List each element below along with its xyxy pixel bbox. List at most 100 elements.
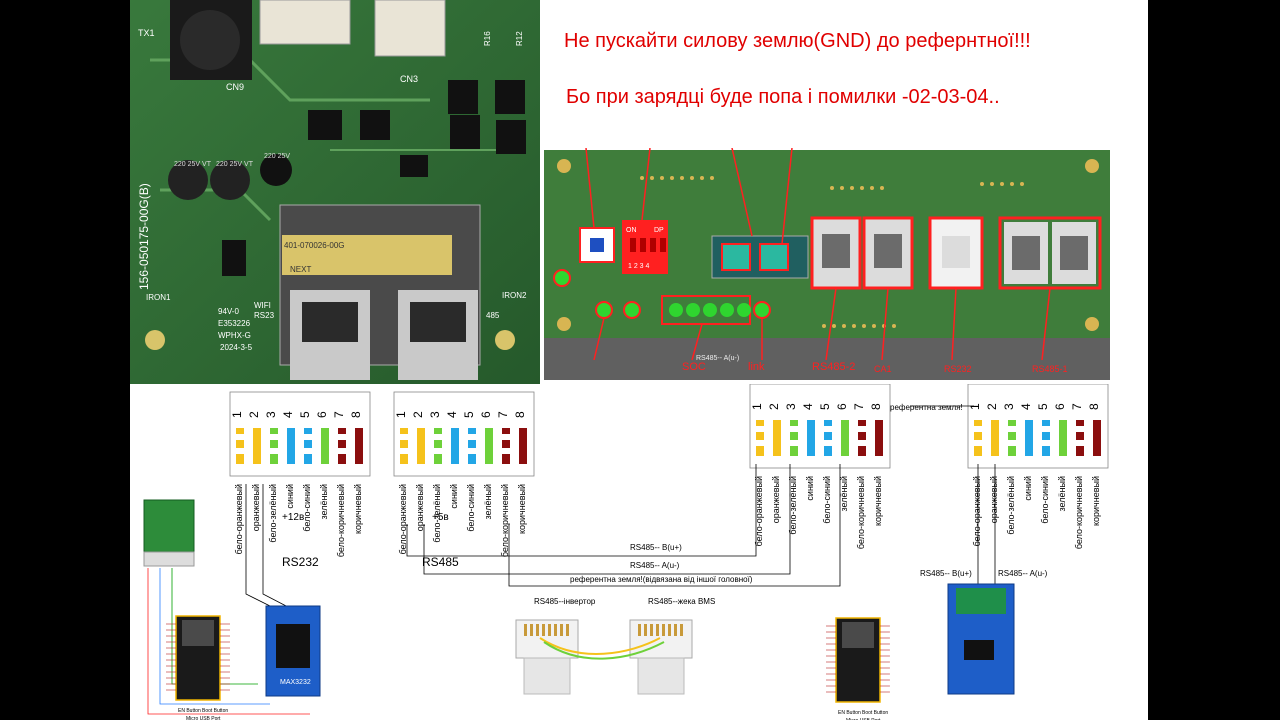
label-rs485-1: RS485-1 xyxy=(1032,364,1068,374)
esp32-module-left xyxy=(182,620,214,646)
wire-label-c-6: зелёный xyxy=(839,476,849,511)
label-12v: +12в xyxy=(282,512,304,523)
warning-line-2: Бо при зарядці буде попа і помилки -02-0… xyxy=(566,86,1000,108)
label-rs485-b: RS485-- B(u+) xyxy=(630,543,682,552)
wire-label-c-2: оранжевый xyxy=(771,476,781,523)
dip-dp-label: DP xyxy=(654,227,664,234)
silk-next: NEXT xyxy=(290,265,311,274)
pin-number-a-7: 7 xyxy=(332,411,346,418)
label-rs232: RS232 xyxy=(944,364,972,374)
wire-label-d-7: бело-коричневый xyxy=(1074,476,1084,549)
silk-board-id: 156-050175-00G(B) xyxy=(137,183,151,290)
wire-stripe-a-c-3 xyxy=(790,426,798,432)
pin-number-a-3: 3 xyxy=(264,411,278,418)
line-left-red xyxy=(147,568,310,715)
wire-b-6 xyxy=(485,428,493,464)
cap-label-2: 220 25V VT xyxy=(216,161,254,168)
wire-d-3 xyxy=(1008,420,1016,456)
rj45-contact-inverter-7 xyxy=(566,624,569,636)
wire-label-a-8: коричневый xyxy=(353,484,363,534)
pin-number-b-4: 4 xyxy=(445,411,459,418)
wire-label-b-3: бело-зелёный xyxy=(432,484,442,543)
wire-b-4 xyxy=(451,428,459,464)
silk-e353: E353226 xyxy=(218,319,251,328)
wire-label-b-6: зелёный xyxy=(483,484,493,519)
label-5v: +5в xyxy=(432,512,449,523)
pin-number-a-2: 2 xyxy=(247,411,261,418)
wire-stripe-b-b-5 xyxy=(468,448,476,454)
wire-stripe-b-c-5 xyxy=(824,440,832,446)
wire-stripe-b-b-3 xyxy=(434,448,442,454)
wire-stripe-a-d-5 xyxy=(1042,426,1050,432)
dip-on-label: ON xyxy=(626,227,637,234)
wire-label-a-5: бело-синий xyxy=(302,484,312,532)
wire-stripe-b-d-5 xyxy=(1042,440,1050,446)
pin-number-c-4: 4 xyxy=(801,403,815,410)
line-ref-mid xyxy=(508,464,841,587)
wire-label-c-5: бело-синий xyxy=(822,476,832,524)
pin-number-c-5: 5 xyxy=(818,403,832,410)
wire-b-3 xyxy=(434,428,442,464)
wire-d-2 xyxy=(991,420,999,456)
silk-r16: R16 xyxy=(483,31,492,46)
wire-b-7 xyxy=(502,428,510,464)
wire-c-5 xyxy=(824,420,832,456)
silk-94v: 94V-0 xyxy=(218,307,239,316)
pin-number-b-2: 2 xyxy=(411,411,425,418)
rj45-contact-bms-0 xyxy=(638,624,641,636)
pin-number-b-5: 5 xyxy=(462,411,476,418)
esp32-en-label-left: EN Button xyxy=(178,708,201,714)
pin-number-d-5: 5 xyxy=(1036,403,1050,410)
rj45-contact-bms-5 xyxy=(668,624,671,636)
wire-label-b-5: бело-синий xyxy=(466,484,476,532)
line-pin1-to-max xyxy=(245,484,275,609)
plug-wire-yellow xyxy=(539,637,661,655)
esp32-en-label-right: EN Button xyxy=(838,710,861,716)
rj45-plug-body-inverter xyxy=(523,657,571,695)
wire-stripe-b-a-1 xyxy=(236,448,244,454)
rj45-contact-inverter-5 xyxy=(554,624,557,636)
wire-stripe-b-a-3 xyxy=(270,448,278,454)
wire-d-5 xyxy=(1042,420,1050,456)
wire-a-2 xyxy=(253,428,261,464)
pin-number-a-8: 8 xyxy=(349,411,363,418)
wire-stripe-b-d-1 xyxy=(974,440,982,446)
label-rs485-a: RS485-- A(u-) xyxy=(630,561,680,570)
rj45-contact-inverter-2 xyxy=(536,624,539,636)
wire-d-6 xyxy=(1059,420,1067,456)
wire-label-b-1: бело-оранжевый xyxy=(398,484,408,554)
pin-number-c-8: 8 xyxy=(869,403,883,410)
silk-iron2: IRON2 xyxy=(502,291,527,300)
pin-number-b-8: 8 xyxy=(513,411,527,418)
wire-stripe-b-c-3 xyxy=(790,440,798,446)
silk-cn9: CN9 xyxy=(226,82,244,92)
wire-d-8 xyxy=(1093,420,1101,456)
label-rs232: RS232 xyxy=(282,555,319,569)
pin-number-c-3: 3 xyxy=(784,403,798,410)
line-rs485-a xyxy=(423,464,791,575)
wire-a-3 xyxy=(270,428,278,464)
wire-c-2 xyxy=(773,420,781,456)
label-rs485-2: RS485-2 xyxy=(812,361,855,373)
wire-label-a-2: оранжевый xyxy=(251,484,261,531)
label-ref-ground-top: референтна земля! xyxy=(890,403,963,412)
wire-stripe-b-c-1 xyxy=(756,440,764,446)
rj45-contact-bms-2 xyxy=(650,624,653,636)
pin-number-c-7: 7 xyxy=(852,403,866,410)
wire-label-b-7: бело-коричневый xyxy=(500,484,510,557)
wire-stripe-a-b-7 xyxy=(502,434,510,440)
plug-wire-green xyxy=(543,641,665,660)
rs485-terminal xyxy=(956,588,1006,614)
wiring-diagram: 1бело-оранжевый2оранжевый3бело-зелёный4с… xyxy=(143,384,1109,720)
line-left-blue xyxy=(159,568,270,705)
pin-number-c-2: 2 xyxy=(767,403,781,410)
wire-label-d-1: бело-оранжевый xyxy=(972,476,982,546)
pin-number-b-7: 7 xyxy=(496,411,510,418)
wire-stripe-a-a-7 xyxy=(338,434,346,440)
wire-stripe-a-b-1 xyxy=(400,434,408,440)
wire-stripe-a-d-7 xyxy=(1076,426,1084,432)
rj45-contact-bms-3 xyxy=(656,624,659,636)
rj45-contact-bms-7 xyxy=(680,624,683,636)
wire-stripe-a-d-1 xyxy=(974,426,982,432)
